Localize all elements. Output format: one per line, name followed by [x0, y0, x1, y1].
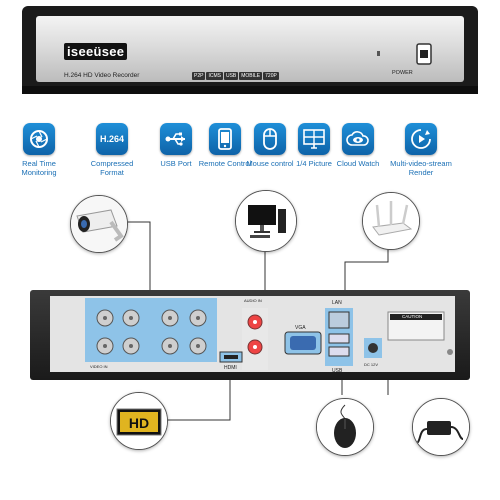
camera-lens-icon: [23, 123, 55, 155]
video-in-label: VIDEO IN: [90, 364, 108, 369]
badge-icms: ICMS: [206, 72, 223, 80]
wifi-router-icon: [363, 193, 419, 249]
usb-mouse-icon: [317, 399, 373, 455]
dvr-rear-panel: LAN VIDEO IN AUDIO IN HDMI VGA USB DC 12…: [30, 290, 470, 380]
badge-720p: 720P: [263, 72, 279, 80]
power-adapter-icon: [413, 399, 469, 455]
usb-label: USB: [332, 368, 343, 374]
mouse-icon: [254, 123, 286, 155]
feature-real-time-monitoring: Real Time Monitoring: [9, 123, 69, 177]
quad-screen-icon: [298, 123, 330, 155]
feature-label: Real Time Monitoring: [21, 159, 57, 177]
play-stream-icon: [405, 123, 437, 155]
feature-mouse-control: Mouse control: [240, 123, 300, 168]
feature-multi-video-stream: Multi-video-stream Render: [382, 123, 460, 177]
feature-label: Multi-video-stream Render: [390, 159, 452, 177]
badge-mobile: MOBILE: [239, 72, 263, 80]
badge-usb: USB: [223, 72, 239, 80]
usb-icon: [160, 123, 192, 155]
hd-tv-icon: HD: [111, 393, 167, 449]
caution-label: CAUTION: [402, 314, 423, 319]
h264-icon: H.264: [96, 123, 128, 155]
mouse-peripheral: [316, 398, 374, 456]
dvr-front: iseeüsee H.264 HD Video Recorder P2P ICM…: [22, 6, 478, 94]
vga-label: VGA: [295, 325, 306, 331]
feature-usb-port: USB Port: [146, 123, 206, 168]
camera-peripheral: [70, 195, 128, 253]
feature-badges: P2P ICMS USB MOBILE 720P: [192, 72, 279, 80]
feature-label: Mouse control: [246, 159, 294, 168]
device-subtitle: H.264 HD Video Recorder: [64, 72, 140, 79]
feature-compressed-format: H.264 Compressed Format: [82, 123, 142, 177]
phone-icon: [209, 123, 241, 155]
dc-label: DC 12V: [364, 362, 379, 367]
feature-label: 1/4 Picture: [296, 159, 332, 168]
router-peripheral: [362, 192, 420, 250]
feature-label: USB Port: [160, 159, 192, 168]
hdmi-label: HDMI: [224, 365, 237, 371]
power-label: POWER: [392, 70, 413, 76]
bullet-camera-icon: [71, 196, 127, 252]
hd-text: HD: [129, 415, 149, 431]
dvr-front-body: [22, 6, 478, 94]
feature-label: Remote Control: [198, 159, 252, 168]
lan-label: LAN: [332, 300, 342, 306]
feature-remote-control: Remote Control: [195, 123, 255, 168]
feature-label: Compressed Format: [90, 159, 134, 177]
hd-display-peripheral: HD: [110, 392, 168, 450]
badge-p2p: P2P: [192, 72, 206, 80]
rear-panel-body: [30, 290, 470, 380]
feature-cloud-watch: Cloud Watch: [328, 123, 388, 168]
cloud-eye-icon: [342, 123, 374, 155]
monitor-peripheral: [235, 190, 297, 252]
desktop-computer-icon: [236, 191, 296, 251]
power-adapter-peripheral: [412, 398, 470, 456]
brand-logo: iseeüsee: [64, 43, 128, 60]
audio-in-label: AUDIO IN: [244, 298, 262, 303]
feature-quarter-picture: 1/4 Picture: [284, 123, 344, 168]
feature-label: Cloud Watch: [336, 159, 380, 168]
